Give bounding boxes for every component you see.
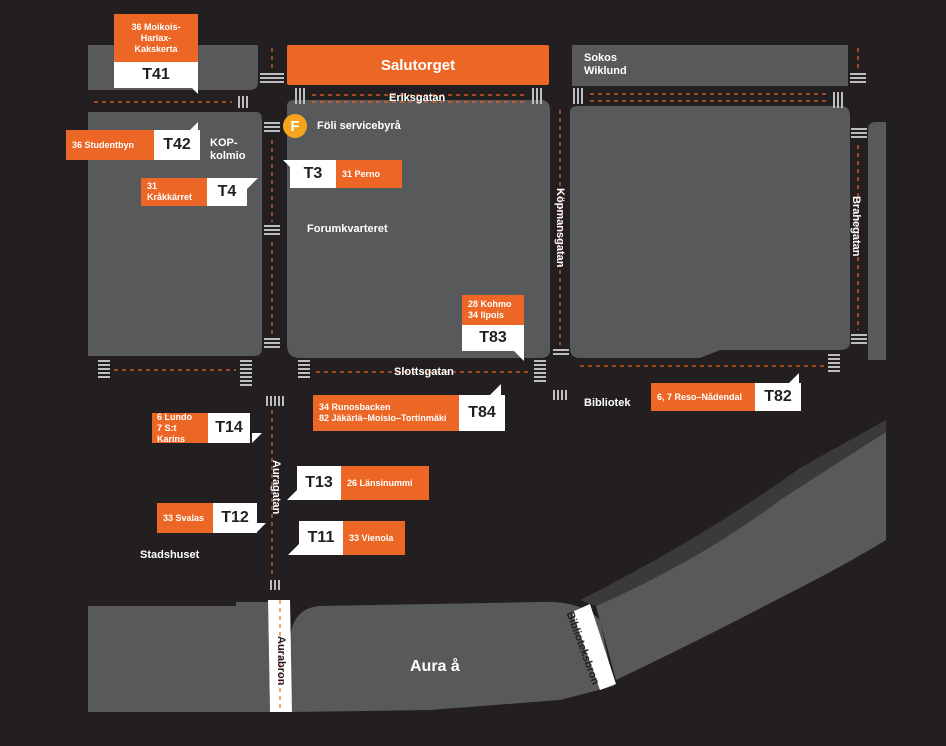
stop-t84-destinations: 34 Runosbacken 82 Jäkärlä–Moisio–Tortinm… <box>313 395 459 431</box>
salutorget-square[interactable]: Salutorget <box>287 45 549 85</box>
biblioteksbron-bridge <box>572 604 616 690</box>
stop-t83-destinations: 28 Kohmo 34 Ilpois <box>462 295 524 325</box>
stop-t12-destinations: 33 Svalas <box>157 503 213 533</box>
stop-t42-code: T42 <box>154 130 200 160</box>
stop-t84-pointer <box>490 384 501 395</box>
stop-t14[interactable]: 6 Lundo 7 S:t Karins T14 <box>152 412 250 444</box>
stop-t41-pointer <box>188 84 198 94</box>
stop-t83-code: T83 <box>462 325 524 351</box>
river-band <box>580 420 886 606</box>
stop-t82-destinations: 6, 7 Reso–Nådendal <box>651 383 755 411</box>
stop-t82-pointer <box>789 373 799 383</box>
block-river-east <box>596 430 886 680</box>
forumkvarteret-label: Forumkvarteret <box>307 223 388 235</box>
stop-t14-code: T14 <box>208 413 250 443</box>
block-far-east <box>868 122 886 360</box>
aurabron-label: Aurabron <box>275 636 287 686</box>
stop-t84-code: T84 <box>459 395 505 431</box>
stop-t12-pointer <box>256 523 266 533</box>
stop-t13[interactable]: T13 26 Länsinummi <box>297 466 429 500</box>
aura-a-label: Aura å <box>410 658 460 675</box>
stadshuset-label: Stadshuset <box>140 549 200 561</box>
stop-t84[interactable]: 34 Runosbacken 82 Jäkärlä–Moisio–Tortinm… <box>313 395 505 431</box>
stop-t12[interactable]: 33 Svalas T12 <box>157 503 257 533</box>
foli-service-icon[interactable]: F <box>283 114 307 138</box>
stop-t42-destinations: 36 Studentbyn <box>66 130 154 160</box>
block-kop <box>88 112 262 356</box>
stop-t82[interactable]: 6, 7 Reso–Nådendal T82 <box>651 383 801 411</box>
stop-t13-destinations: 26 Länsinummi <box>341 466 429 500</box>
stop-t14-pointer <box>252 433 262 443</box>
stop-t4-pointer <box>246 178 258 190</box>
sokos-label: Sokos Wiklund <box>584 52 627 77</box>
stop-t3-code: T3 <box>290 160 336 188</box>
stop-t4-destinations: 31 Kråkkärret <box>141 178 207 206</box>
block-sokos <box>572 45 848 86</box>
eriksgatan-label: Eriksgatan <box>389 92 446 104</box>
stop-t13-pointer <box>287 488 299 500</box>
stop-t3-destinations: 31 Perno <box>336 160 402 188</box>
stop-t13-code: T13 <box>297 466 341 500</box>
stop-t4[interactable]: 31 Kråkkärret T4 <box>141 178 247 206</box>
stop-t82-code: T82 <box>755 383 801 411</box>
block-east <box>570 106 850 358</box>
stop-t42-pointer <box>188 122 198 132</box>
stop-t11-destinations: 33 Vienola <box>343 521 405 555</box>
auragatan-label: Auragatan <box>270 460 282 515</box>
stop-t12-code: T12 <box>213 503 257 533</box>
kopmansgatan-label: Köpmansgatan <box>554 188 566 268</box>
kop-kolmio-label: KOP- kolmio <box>210 137 246 162</box>
stop-t4-code: T4 <box>207 178 247 206</box>
stop-t41-destinations: 36 Moikois- Harlax- Kakskerta <box>114 14 198 62</box>
stop-t3-pointer <box>283 160 293 170</box>
stop-t41-code: T41 <box>114 62 198 88</box>
stop-t11[interactable]: T11 33 Vienola <box>299 521 405 555</box>
stop-t3[interactable]: T3 31 Perno <box>290 160 402 188</box>
stop-t11-pointer <box>288 543 300 555</box>
slottsgatan-label: Slottsgatan <box>394 366 454 378</box>
stop-t14-destinations: 6 Lundo 7 S:t Karins <box>152 412 208 444</box>
brahegatan-label: Brahegatan <box>850 196 862 257</box>
stop-t11-code: T11 <box>299 521 343 555</box>
stop-t42[interactable]: 36 Studentbyn T42 <box>66 130 200 160</box>
foli-service-label: Föli servicebyrå <box>317 120 401 132</box>
stop-t41[interactable]: 36 Moikois- Harlax- Kakskerta T41 <box>114 14 198 88</box>
bibliotek-label: Bibliotek <box>584 397 631 409</box>
block-river-sw <box>88 602 270 712</box>
stop-t83[interactable]: 28 Kohmo 34 Ilpois T83 <box>462 295 524 351</box>
stop-t83-pointer <box>514 351 524 361</box>
block-river-center <box>290 601 614 712</box>
crosswalk <box>98 73 867 590</box>
